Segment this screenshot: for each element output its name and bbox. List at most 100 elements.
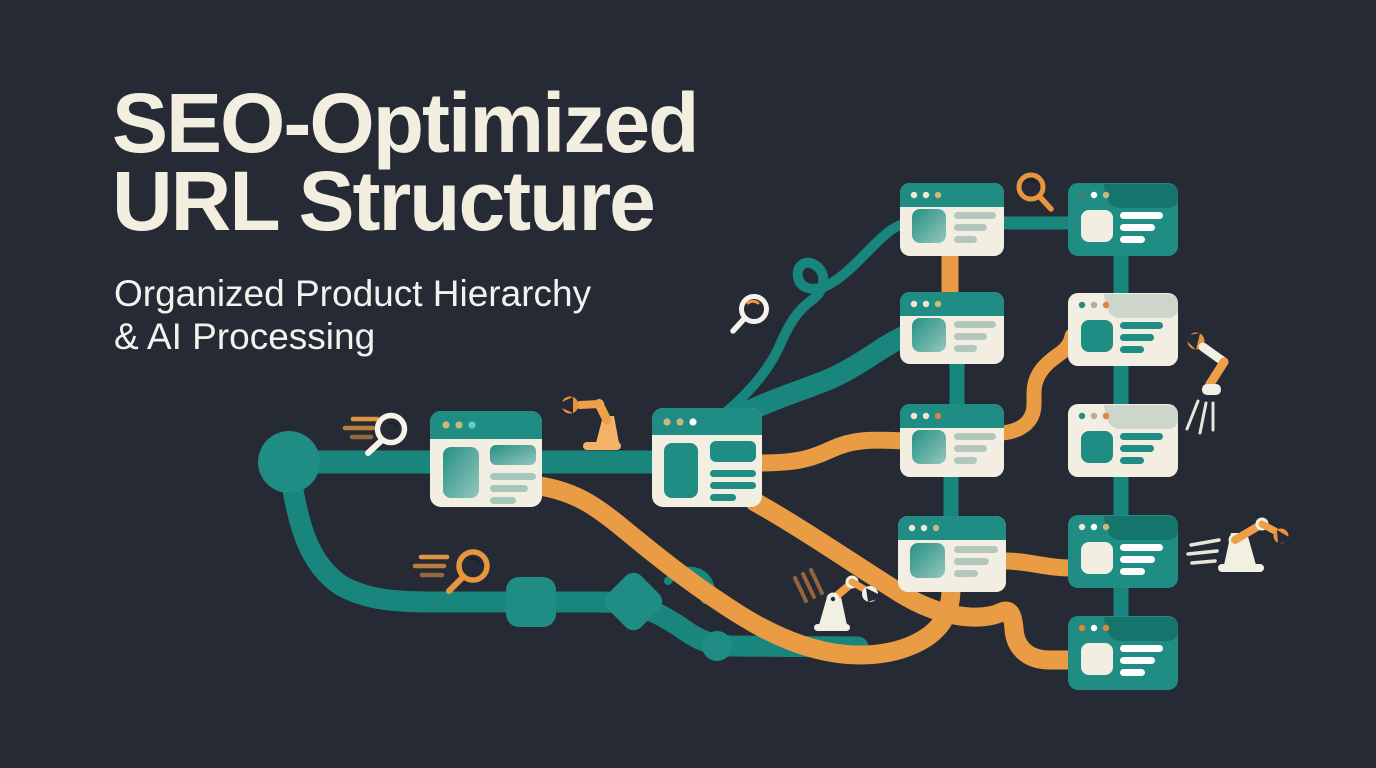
card-thumbnail bbox=[1081, 643, 1113, 675]
window-dot bbox=[934, 191, 942, 199]
window-dot bbox=[1090, 191, 1098, 199]
product-page-4 bbox=[1068, 515, 1178, 588]
window-dot bbox=[689, 418, 697, 426]
lens bbox=[374, 412, 408, 446]
card-header bbox=[900, 292, 1004, 316]
card-block bbox=[710, 441, 756, 462]
page-title: SEO-Optimized URL Structure bbox=[112, 81, 699, 243]
category-page-3 bbox=[900, 404, 1004, 477]
window-dot bbox=[442, 421, 450, 429]
window-dot bbox=[1102, 412, 1110, 420]
arm-foot bbox=[814, 624, 850, 631]
card-thumbnail bbox=[912, 209, 946, 243]
robot-arm-white-icon bbox=[793, 568, 884, 631]
lens bbox=[456, 549, 490, 583]
card-tab bbox=[1104, 184, 1178, 208]
card-text-line bbox=[1120, 457, 1144, 464]
speed-line bbox=[801, 572, 816, 599]
square-node bbox=[506, 577, 556, 627]
arm-segment bbox=[576, 400, 603, 409]
window-dot bbox=[922, 412, 930, 420]
card-header bbox=[430, 411, 542, 439]
window-dot bbox=[1102, 624, 1110, 632]
subtitle-line-2: & AI Processing bbox=[114, 316, 376, 358]
card-text-line bbox=[954, 546, 998, 553]
lens-glint bbox=[386, 421, 399, 428]
card-text-line bbox=[954, 558, 989, 565]
card-text-line bbox=[954, 457, 977, 464]
root-node bbox=[258, 431, 320, 493]
card-text-line bbox=[710, 494, 736, 501]
window-dot bbox=[910, 300, 918, 308]
handle bbox=[446, 575, 465, 594]
hub-page-1 bbox=[430, 411, 542, 507]
card-header bbox=[898, 516, 1006, 540]
arm-pedestal bbox=[819, 597, 847, 625]
card-text-line bbox=[710, 482, 756, 489]
card-text-line bbox=[1120, 433, 1163, 440]
speed-line bbox=[1190, 559, 1217, 565]
connector-category3-to-product2 bbox=[994, 328, 1080, 441]
card-text-line bbox=[490, 485, 528, 492]
window-dot bbox=[910, 191, 918, 199]
window-dot bbox=[920, 524, 928, 532]
arm-segment bbox=[1205, 357, 1229, 389]
card-text-line bbox=[954, 236, 977, 243]
connector-hub1-loop-to-category4 bbox=[530, 476, 961, 665]
window-dot bbox=[1090, 523, 1098, 531]
card-text-line bbox=[1120, 669, 1145, 676]
card-text-line bbox=[490, 497, 516, 504]
card-thumbnail bbox=[1081, 210, 1113, 242]
window-dot bbox=[932, 524, 940, 532]
product-page-3 bbox=[1068, 404, 1178, 477]
lens bbox=[1016, 172, 1046, 202]
lens-glint bbox=[468, 557, 481, 564]
card-thumbnail bbox=[1081, 542, 1113, 574]
joint-hole bbox=[830, 596, 836, 602]
window-dot bbox=[1078, 412, 1086, 420]
window-dot bbox=[908, 524, 916, 532]
category-page-2 bbox=[900, 292, 1004, 364]
window-dot bbox=[1102, 301, 1110, 309]
window-dot bbox=[676, 418, 684, 426]
card-text-line bbox=[1120, 236, 1145, 243]
arm-segment bbox=[848, 578, 868, 593]
card-text-line bbox=[1120, 544, 1163, 551]
handle bbox=[1037, 194, 1054, 212]
window-dot bbox=[910, 412, 918, 420]
window-dot bbox=[663, 418, 671, 426]
card-text-line bbox=[490, 473, 536, 480]
window-dot bbox=[934, 300, 942, 308]
card-thumbnail bbox=[664, 443, 698, 498]
arm-pedestal bbox=[596, 416, 619, 443]
window-dot bbox=[468, 421, 476, 429]
card-text-line bbox=[954, 321, 996, 328]
card-text-line bbox=[954, 570, 978, 577]
window-dot bbox=[1078, 301, 1086, 309]
window-dot bbox=[934, 412, 942, 420]
claw-notch bbox=[1182, 333, 1200, 350]
window-dot bbox=[1078, 523, 1086, 531]
path-nodes bbox=[258, 431, 732, 661]
card-text-line bbox=[1120, 657, 1155, 664]
card-text-line bbox=[954, 333, 987, 340]
card-text-line bbox=[1120, 334, 1154, 341]
title-line-1: SEO-Optimized bbox=[112, 76, 699, 170]
card-thumbnail bbox=[1081, 431, 1113, 463]
window-dot bbox=[1102, 191, 1110, 199]
card-thumbnail bbox=[1081, 320, 1113, 352]
card-thumbnail bbox=[912, 318, 946, 352]
card-thumbnail bbox=[443, 447, 479, 498]
search-magnifier-orange-2-icon bbox=[1016, 172, 1054, 212]
card-header bbox=[900, 183, 1004, 207]
card-thumbnail bbox=[912, 430, 946, 464]
connector-hub2-to-category3 bbox=[749, 431, 914, 472]
card-text-line bbox=[1120, 556, 1155, 563]
card-text-line bbox=[1120, 346, 1144, 353]
card-tab bbox=[1104, 516, 1178, 540]
card-tab bbox=[1104, 294, 1178, 318]
subtitle-line-1: Organized Product Hierarchy bbox=[114, 273, 592, 314]
card-tab bbox=[1104, 405, 1178, 429]
